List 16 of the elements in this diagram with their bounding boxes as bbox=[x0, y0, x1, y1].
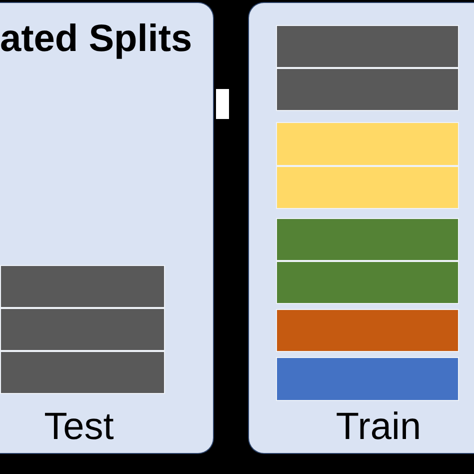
data-bar bbox=[276, 309, 459, 352]
data-bar bbox=[276, 25, 459, 68]
data-bar bbox=[276, 68, 459, 111]
split-panel bbox=[0, 2, 214, 454]
data-bar bbox=[276, 357, 459, 401]
data-bar bbox=[276, 218, 459, 261]
panel-title: ated Splits bbox=[0, 17, 194, 61]
data-bar bbox=[0, 351, 165, 394]
data-bar bbox=[0, 265, 165, 308]
split-label: Test bbox=[43, 405, 115, 449]
data-bar bbox=[276, 261, 459, 304]
split-panel bbox=[248, 2, 474, 454]
data-bar bbox=[0, 308, 165, 351]
split-label: Train bbox=[334, 405, 422, 449]
data-bar bbox=[276, 122, 459, 166]
data-bar bbox=[276, 166, 459, 209]
